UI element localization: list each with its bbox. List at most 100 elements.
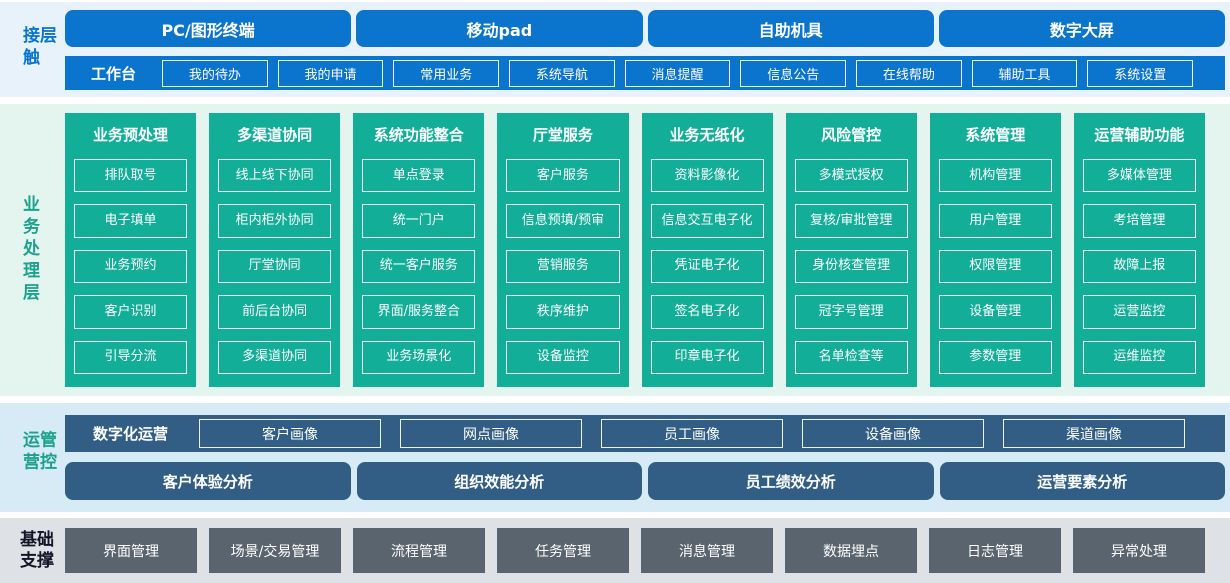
terminal-row: PC/图形终端 移动pad 自助机具 数字大屏 (65, 10, 1225, 47)
business-item: 设备管理 (938, 295, 1052, 329)
analysis-row: 客户体验分析 组织效能分析 员工绩效分析 运营要素分析 (65, 462, 1225, 500)
foundation-item: 日志管理 (929, 528, 1061, 573)
workbench-item: 我的待办 (162, 59, 268, 87)
business-item: 凭证电子化 (650, 249, 764, 284)
workbench-bar: 工作台 我的待办 我的申请 常用业务 系统导航 消息提醒 信息公告 在线帮助 辅… (65, 56, 1225, 90)
foundation-layer-label: 基础支撑 (20, 529, 54, 571)
business-column-system-integration: 系统功能整合 单点登录 统一门户 统一客户服务 界面/服务整合 业务场景化 (353, 113, 485, 387)
analysis-item: 客户体验分析 (65, 462, 351, 500)
workbench-item: 辅助工具 (971, 59, 1078, 87)
business-item: 运营监控 (1082, 295, 1196, 329)
business-item: 信息交互电子化 (650, 204, 764, 238)
operations-content: 数字化运营 客户画像 网点画像 员工画像 设备画像 渠道画像 客户体验分析 组织… (65, 415, 1225, 500)
business-column-multichannel: 多渠道协同 线上线下协同 柜内柜外协同 厅堂协同 前后台协同 多渠道协同 (209, 113, 341, 387)
business-item: 签名电子化 (650, 295, 764, 329)
profile-item: 设备画像 (802, 419, 985, 448)
operations-management-band: 运营管控 数字化运营 客户画像 网点画像 员工画像 设备画像 渠道画像 客户体验… (0, 403, 1230, 512)
column-title: 系统功能整合 (373, 126, 464, 144)
business-item: 统一客户服务 (362, 249, 476, 284)
business-item: 界面/服务整合 (362, 295, 476, 329)
business-column-operation-support: 运营辅助功能 多媒体管理 考培管理 故障上报 运营监控 运维监控 (1073, 113, 1205, 387)
business-item: 故障上报 (1082, 249, 1196, 284)
business-item: 信息预填/预审 (506, 204, 620, 238)
profile-item: 网点画像 (400, 419, 583, 448)
foundation-item: 消息管理 (641, 528, 773, 573)
contact-layer-content: PC/图形终端 移动pad 自助机具 数字大屏 工作台 我的待办 我的申请 常用… (65, 10, 1225, 90)
workbench-item: 信息公告 (740, 59, 847, 87)
business-item: 厅堂协同 (218, 249, 332, 284)
business-processing-band: 业务处理层 业务预处理 排队取号 电子填单 业务预约 客户识别 引导分流 多渠道… (0, 104, 1230, 396)
terminal-mobile-pad: 移动pad (356, 10, 643, 47)
business-item: 多模式授权 (794, 159, 908, 193)
contact-layer-label: 接触层 (19, 25, 56, 70)
analysis-item: 组织效能分析 (356, 462, 642, 500)
foundation-item: 异常处理 (1073, 528, 1205, 573)
column-title: 系统管理 (965, 126, 1026, 144)
digital-operation-bar: 数字化运营 客户画像 网点画像 员工画像 设备画像 渠道画像 (65, 415, 1225, 452)
business-item: 用户管理 (938, 204, 1052, 238)
business-item: 资料影像化 (650, 159, 764, 193)
business-item: 多媒体管理 (1082, 159, 1196, 193)
business-column-preprocessing: 业务预处理 排队取号 电子填单 业务预约 客户识别 引导分流 (65, 113, 197, 387)
business-item: 客户识别 (74, 295, 188, 329)
business-item: 考培管理 (1082, 204, 1196, 238)
business-item: 业务预约 (74, 249, 188, 284)
business-item: 权限管理 (938, 249, 1052, 284)
business-item: 运维监控 (1082, 340, 1196, 375)
business-item: 客户服务 (506, 159, 620, 193)
business-column-risk-control: 风险管控 多模式授权 复核/审批管理 身份核查管理 冠字号管理 名单检查等 (785, 113, 917, 387)
workbench-item: 系统设置 (1087, 59, 1194, 87)
business-item: 业务场景化 (362, 340, 476, 375)
business-item: 柜内柜外协同 (218, 204, 332, 238)
terminal-self-service-kiosk: 自助机具 (647, 10, 934, 47)
foundation-item: 数据埋点 (785, 528, 917, 573)
foundation-item: 界面管理 (65, 528, 197, 573)
column-title: 风险管控 (821, 126, 882, 144)
analysis-item: 员工绩效分析 (648, 462, 934, 500)
business-item: 引导分流 (74, 340, 188, 375)
foundation-item: 流程管理 (353, 528, 485, 573)
workbench-item: 常用业务 (393, 59, 500, 87)
business-item: 复核/审批管理 (794, 204, 908, 238)
business-item: 排队取号 (74, 159, 188, 193)
business-column-system-management: 系统管理 机构管理 用户管理 权限管理 设备管理 参数管理 (929, 113, 1061, 387)
column-title: 业务无纸化 (669, 126, 745, 144)
column-title: 厅堂服务 (532, 126, 593, 144)
business-item: 单点登录 (362, 159, 476, 193)
business-columns: 业务预处理 排队取号 电子填单 业务预约 客户识别 引导分流 多渠道协同 线上线… (65, 113, 1205, 387)
foundation-item: 任务管理 (497, 528, 629, 573)
workbench-item: 我的申请 (277, 59, 384, 87)
foundation-item: 场景/交易管理 (209, 528, 341, 573)
workbench-item: 在线帮助 (856, 59, 962, 87)
operations-layer-label: 运营管控 (19, 430, 56, 475)
workbench-item: 消息提醒 (624, 59, 731, 87)
foundation-row: 界面管理 场景/交易管理 流程管理 任务管理 消息管理 数据埋点 日志管理 异常… (65, 528, 1205, 573)
business-item: 冠字号管理 (794, 295, 908, 329)
profile-item: 员工画像 (601, 419, 784, 448)
business-item: 参数管理 (938, 340, 1052, 375)
profile-item: 客户画像 (199, 419, 382, 448)
business-item: 机构管理 (938, 159, 1052, 193)
terminal-pc: PC/图形终端 (65, 10, 352, 47)
profile-item: 渠道画像 (1003, 419, 1186, 448)
analysis-item: 运营要素分析 (939, 462, 1225, 500)
business-item: 统一门户 (362, 204, 476, 238)
business-layer-label: 业务处理层 (19, 195, 39, 305)
digital-operation-label: 数字化运营 (93, 425, 169, 443)
business-item: 多渠道协同 (218, 340, 332, 375)
column-title: 业务预处理 (93, 126, 169, 144)
terminal-digital-screen: 数字大屏 (938, 10, 1225, 47)
business-item: 秩序维护 (506, 295, 620, 329)
workbench-item: 系统导航 (509, 59, 615, 87)
business-item: 营销服务 (506, 249, 620, 284)
column-title: 运营辅助功能 (1094, 126, 1185, 144)
business-item: 印章电子化 (650, 340, 764, 375)
column-title: 多渠道协同 (237, 126, 313, 144)
contact-layer-band: 接触层 PC/图形终端 移动pad 自助机具 数字大屏 工作台 我的待办 我的申… (0, 2, 1230, 97)
foundation-support-band: 基础支撑 界面管理 场景/交易管理 流程管理 任务管理 消息管理 数据埋点 日志… (0, 518, 1230, 583)
business-item: 名单检查等 (794, 340, 908, 375)
business-column-paperless: 业务无纸化 资料影像化 信息交互电子化 凭证电子化 签名电子化 印章电子化 (641, 113, 773, 387)
business-item: 前后台协同 (218, 295, 332, 329)
business-column-lobby-service: 厅堂服务 客户服务 信息预填/预审 营销服务 秩序维护 设备监控 (497, 113, 629, 387)
